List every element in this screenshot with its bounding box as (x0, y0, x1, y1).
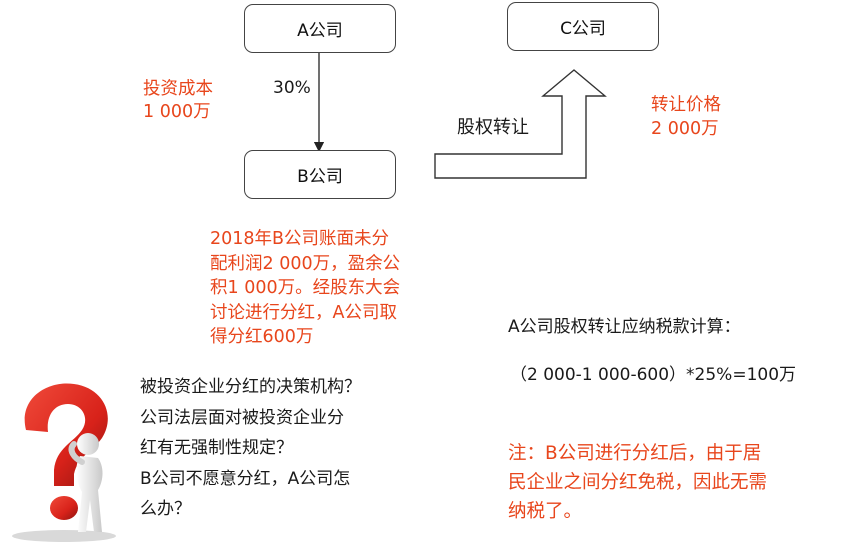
node-c-label: C公司 (560, 19, 606, 39)
question-line: 红有无强制性规定？ (140, 438, 293, 459)
tax-note-line: 民企业之间分红免税，因此无需 (508, 472, 768, 493)
b-dividend-line: 配利润2 000万，盈余公 (210, 253, 401, 274)
question-line: 么办？ (140, 499, 191, 520)
transfer-price-value: 2 000万 (651, 119, 719, 139)
questions-list: 被投资企业分红的决策机构？ 公司法层面对被投资企业分 红有无强制性规定？ B公司… (140, 372, 361, 525)
node-b-company: B公司 (244, 150, 396, 199)
question-mark-figure-icon (12, 383, 116, 542)
b-dividend-line: 讨论进行分红，A公司取 (210, 302, 397, 323)
b-dividend-line: 积1 000万。经股东大会 (210, 278, 401, 298)
calculation-title: A公司股权转让应纳税款计算： (508, 317, 741, 337)
b-dividend-line: 得分红600万 (210, 327, 314, 347)
b-dividend-note: 2018年B公司账面未分 配利润2 000万，盈余公 积1 000万。经股东大会… (210, 227, 450, 350)
tax-note-line: 注：B公司进行分红后，由于居 (508, 443, 762, 464)
question-line: 被投资企业分红的决策机构？ (140, 377, 361, 397)
b-dividend-line: 2018年B公司账面未分 (210, 229, 390, 249)
edge-b-to-c-bent-arrow (434, 69, 607, 179)
transfer-price-title: 转让价格 (651, 95, 721, 115)
node-c-company: C公司 (507, 2, 659, 51)
calculation-formula: （2 000-1 000-600）*25%=100万 (510, 365, 797, 385)
tax-exemption-note: 注：B公司进行分红后，由于居 民企业之间分红免税，因此无需 纳税了。 (508, 439, 858, 526)
node-b-label: B公司 (297, 167, 343, 187)
share-percentage-label: 30% (273, 78, 311, 98)
investment-cost-value: 1 000万 (143, 102, 211, 122)
question-line: 公司法层面对被投资企业分 (140, 407, 344, 428)
node-a-company: A公司 (244, 4, 396, 53)
transfer-price-annotation: 转让价格 2 000万 (651, 93, 721, 141)
node-a-label: A公司 (297, 21, 343, 41)
investment-cost-title: 投资成本 (143, 79, 213, 99)
tax-note-line: 纳税了。 (508, 501, 583, 522)
equity-transfer-label: 股权转让 (457, 117, 529, 138)
question-line: B公司不愿意分红，A公司怎 (140, 468, 351, 489)
investment-cost-annotation: 投资成本 1 000万 (143, 78, 213, 124)
